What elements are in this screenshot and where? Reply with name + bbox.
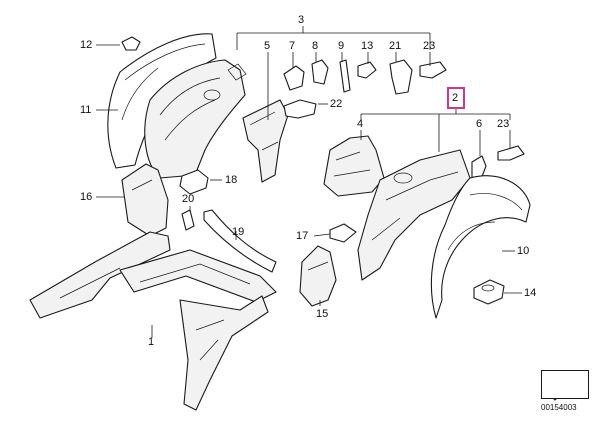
part-inner-wheelhouse [144,59,247,179]
part-9-bracket [339,59,351,93]
callout-20: 20 [182,193,195,205]
part-7-bracket [283,65,305,91]
callout-12: 12 [80,39,93,51]
part-14-mount [473,279,505,305]
part-2-assembly [357,149,471,281]
part-23-bracket-a [419,61,447,79]
part-19-rail [203,209,277,273]
part-23-bracket-b [497,145,525,161]
callout-13: 13 [361,40,374,52]
callout-11: 11 [80,104,92,116]
part-20-bracket [181,209,195,231]
part-17-bracket [329,223,357,243]
callout-23-right: 23 [497,118,510,130]
callout-8: 8 [312,40,319,52]
callout-6: 6 [476,118,483,130]
callout-9: 9 [338,40,345,52]
callout-14: 14 [524,287,537,299]
part-16-bracket [121,163,169,237]
part-5-panel [242,99,289,183]
part-8-bracket [311,59,329,85]
part-10-wheel-liner [430,175,531,319]
part-1-subframe [29,231,277,411]
callout-22: 22 [330,98,343,110]
part-21-bracket [389,59,413,95]
callout-4: 4 [357,118,364,130]
callout-21: 21 [389,40,402,52]
callout-23-top: 23 [423,40,436,52]
callout-18: 18 [225,174,238,186]
callout-7: 7 [289,40,296,52]
part-12-clip [121,36,141,51]
callout-17: 17 [296,230,309,242]
reference-number: 00154003 [541,403,577,412]
callout-3: 3 [298,14,305,26]
callout-10: 10 [517,245,530,257]
group-bracket-3 [236,26,431,50]
part-22-bracket [283,99,317,119]
callout-16: 16 [80,191,93,203]
callout-leaders [96,44,522,338]
callout-5: 5 [264,40,271,52]
part-13-bracket [357,61,377,79]
part-18-bracket [179,169,209,195]
callout-15: 15 [316,308,329,320]
callout-19: 19 [232,226,245,238]
part-4-panel [323,135,385,197]
reference-box [541,370,589,399]
part-15-panel [299,245,337,307]
group-bracket-2 [360,109,511,152]
highlight-box-2 [447,87,465,109]
callout-2: 2 [452,92,459,104]
callout-1: 1 [148,336,155,348]
